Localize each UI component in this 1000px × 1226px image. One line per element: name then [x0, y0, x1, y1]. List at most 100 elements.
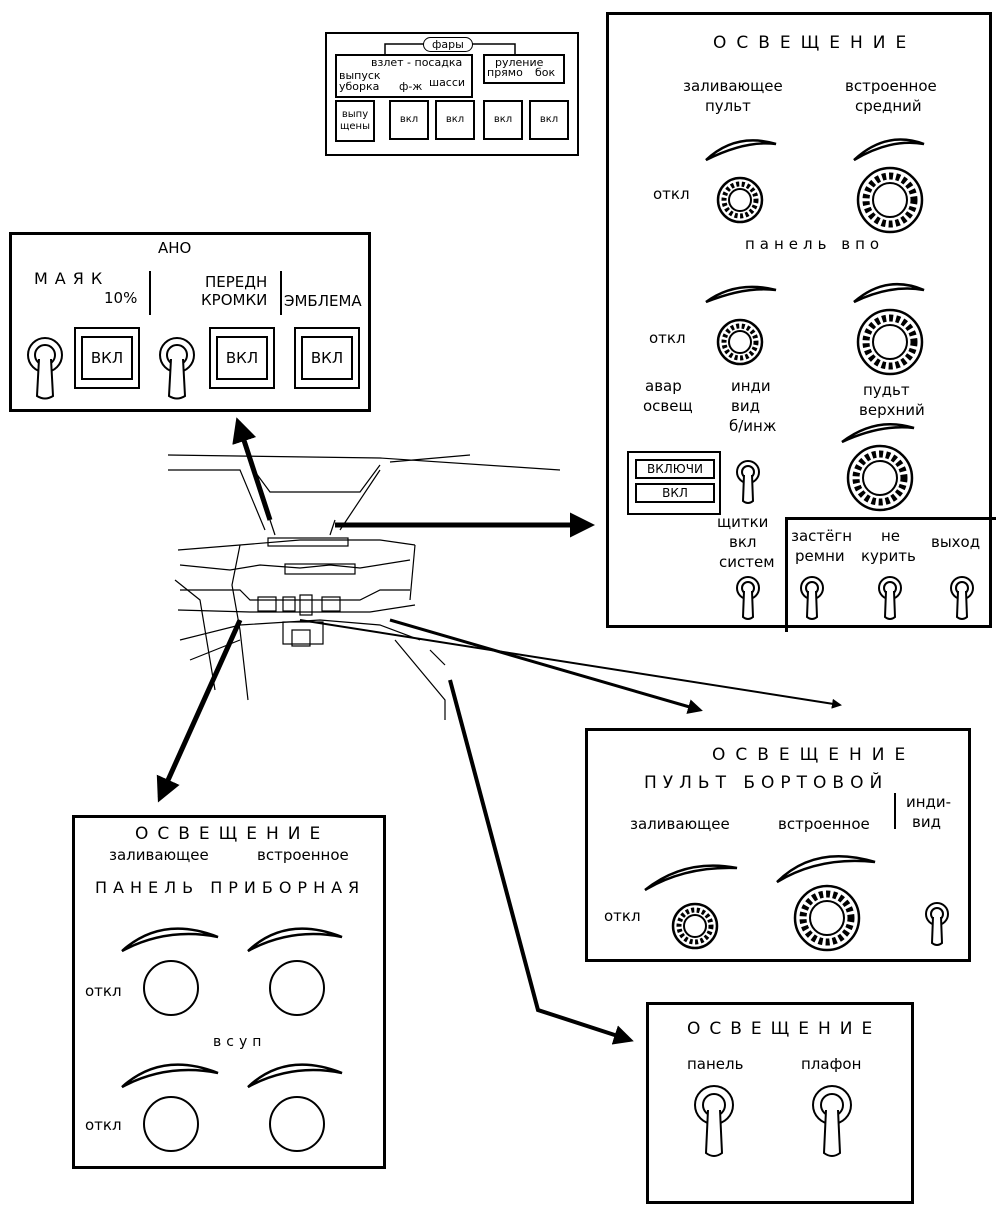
taxi-side-label: бок — [535, 66, 556, 79]
nosmoke-label-2: курить — [861, 547, 916, 565]
nosmoke-label-1: не — [881, 527, 901, 545]
leading-edge-toggle-switch-icon[interactable] — [152, 333, 202, 403]
cockpit-sketch — [167, 454, 561, 720]
knob-pointer-arc — [121, 927, 219, 953]
extended-indicator: выпу щены — [335, 100, 375, 142]
button-label: ВКЛ — [90, 349, 124, 367]
integral-middle-knob-icon[interactable] — [855, 165, 925, 235]
enable-indicator[interactable]: ВКЛЮЧИ — [635, 459, 715, 479]
instrument-pointers — [121, 927, 343, 1089]
integral-label-2: средний — [855, 97, 922, 115]
side-indiv-label-1: инди- — [906, 793, 952, 811]
ceiling-toggle-switch-icon[interactable] — [807, 1083, 857, 1163]
vpo-panel-label: панель впо — [745, 235, 885, 253]
overhead-title: ОСВЕЩЕНИЕ — [713, 33, 917, 53]
side-indiv-toggle-switch-icon[interactable] — [922, 901, 952, 951]
leader-arrows — [156, 417, 842, 1045]
taxi-straight-label: прямо — [487, 66, 523, 79]
knob-pointer-arc — [853, 138, 925, 162]
emergency-label-2: освещ — [643, 397, 693, 415]
emblem-on-button-face: ВКЛ — [300, 335, 354, 381]
off-label: откл — [649, 329, 686, 347]
integral-label-1: встроенное — [845, 77, 937, 95]
flood-label-1: заливающее — [683, 77, 783, 95]
extended-line2: щены — [339, 121, 370, 132]
ceiling-label: плафон — [801, 1055, 862, 1073]
side-console-title: ОСВЕЩЕНИЕ — [712, 745, 916, 765]
vpo-flood-knob-icon[interactable] — [715, 317, 765, 367]
individual-label-2: вид — [731, 397, 760, 415]
panel-ceiling-lighting: ОСВЕЩЕНИЕ панель плафон — [646, 1002, 914, 1204]
emblem-on-button[interactable]: ВКЛ — [294, 327, 360, 389]
beacon-on-button-face: ВКЛ — [80, 335, 134, 381]
small-panel-title: ОСВЕЩЕНИЕ — [687, 1019, 882, 1039]
instrument-integral-knob-icon[interactable] — [267, 958, 327, 1018]
nosmoke-toggle-switch-icon[interactable] — [875, 575, 905, 625]
ano-title: АНО — [158, 239, 192, 257]
ano-panel: АНО МАЯК 10% ПЕРЕДН КРОМКИ ЭМБЛЕМА ВКЛ В… — [9, 232, 371, 412]
seatbelt-label-1: застёгн — [791, 527, 853, 545]
leading-edge-on-button[interactable]: ВКЛ — [209, 327, 275, 389]
shields-toggle-switch-icon[interactable] — [733, 575, 763, 625]
beacon-pct-label: 10% — [104, 289, 138, 307]
leading-edge-label-2: КРОМКИ — [201, 291, 268, 309]
knob-pointer-arc — [644, 864, 738, 892]
panel-toggle-switch-icon[interactable] — [689, 1083, 739, 1163]
button-label: вкл — [539, 114, 559, 125]
beacon-on-button[interactable]: ВКЛ — [74, 327, 140, 389]
vsup-flood-knob-icon[interactable] — [141, 1094, 201, 1154]
headlight-on-button-3[interactable]: вкл — [483, 100, 523, 140]
button-label: вкл — [399, 114, 419, 125]
flood-console-knob-icon[interactable] — [715, 175, 765, 225]
upper-console-label-1: пудьт — [863, 381, 910, 399]
shields-label-3: систем — [719, 553, 775, 571]
side-integral-label: встроенное — [778, 815, 870, 833]
headlight-on-button-2[interactable]: вкл — [435, 100, 475, 140]
emergency-label-1: авар — [645, 377, 682, 395]
button-label: ВКЛ — [225, 349, 259, 367]
gear-label: шасси — [429, 76, 466, 89]
side-console-subtitle: ПУЛЬТ БОРТОВОЙ — [644, 773, 889, 793]
instrument-title: ОСВЕЩЕНИЕ — [135, 824, 330, 844]
side-flood-knob-icon[interactable] — [670, 901, 720, 951]
instrument-flood-knob-icon[interactable] — [141, 958, 201, 1018]
knob-pointer-arc — [841, 422, 915, 444]
takeoff-landing-group — [335, 54, 473, 98]
knob-pointer-arc — [705, 139, 777, 162]
exit-toggle-switch-icon[interactable] — [947, 575, 977, 625]
divider — [149, 271, 151, 315]
beacon-toggle-switch-icon[interactable] — [20, 333, 70, 403]
leading-edge-on-button-face: ВКЛ — [215, 335, 269, 381]
side-console-lighting-panel: ОСВЕЩЕНИЕ ПУЛЬТ БОРТОВОЙ заливающее встр… — [585, 728, 971, 962]
taxi-group — [483, 54, 565, 84]
instrument-flood-label: заливающее — [109, 846, 209, 864]
side-console-pointers — [644, 855, 876, 892]
headlight-on-button-1[interactable]: вкл — [389, 100, 429, 140]
button-label: ВКЛ — [310, 349, 344, 367]
vpo-integral-knob-icon[interactable] — [855, 307, 925, 377]
side-off-label: откл — [604, 907, 641, 925]
upper-console-knob-icon[interactable] — [845, 443, 915, 513]
divider — [280, 271, 282, 315]
button-label: вкл — [445, 114, 465, 125]
instrument-subtitle: ПАНЕЛЬ ПРИБОРНАЯ — [95, 878, 366, 897]
vsup-integral-knob-icon[interactable] — [267, 1094, 327, 1154]
individual-label-1: инди — [731, 377, 771, 395]
seatbelt-toggle-switch-icon[interactable] — [797, 575, 827, 625]
flood-label-2: пульт — [705, 97, 751, 115]
seatbelt-label-2: ремни — [795, 547, 845, 565]
takeoff-landing-label: взлет - посадка — [371, 56, 463, 69]
headlights-header: фары — [423, 37, 473, 52]
side-integral-knob-icon[interactable] — [792, 883, 862, 953]
divider — [894, 793, 896, 829]
extend-label: выпуск — [339, 69, 381, 82]
off-label: откл — [653, 185, 690, 203]
instrument-vsup-label: всуп — [213, 1034, 267, 1050]
knob-pointer-arc — [247, 1063, 343, 1089]
emergency-on-indicator[interactable]: ВКЛ — [635, 483, 715, 503]
knob-pointer-arc — [705, 285, 777, 304]
upper-console-label-2: верхний — [859, 401, 925, 419]
individual-toggle-switch-icon[interactable] — [733, 459, 763, 509]
headlight-on-button-4[interactable]: вкл — [529, 100, 569, 140]
